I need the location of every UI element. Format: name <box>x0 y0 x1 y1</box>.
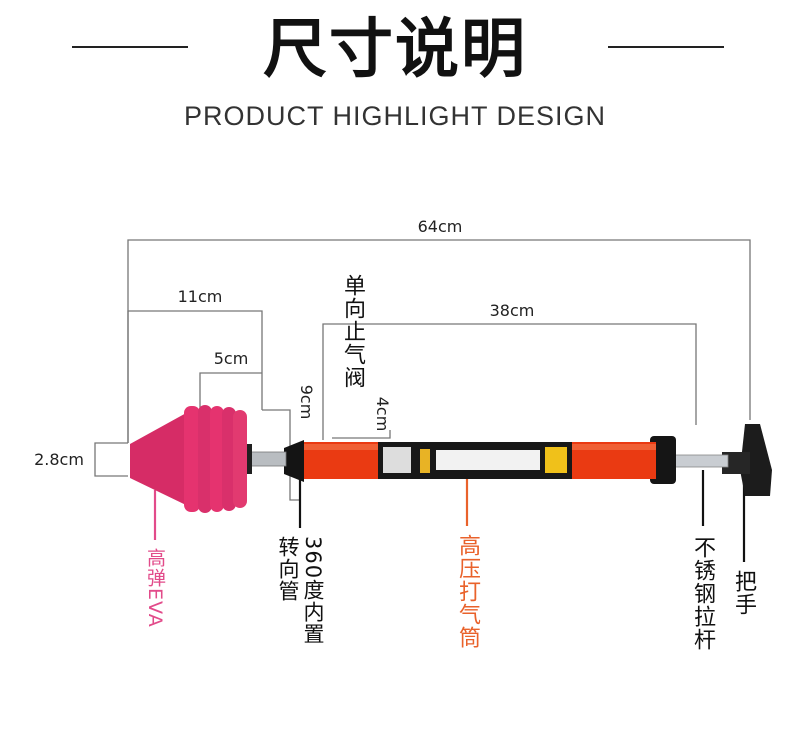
sticker-badge <box>545 447 567 473</box>
label-eva: 高弹EVA <box>144 548 166 628</box>
label-check-valve: 单向止气阀 <box>340 274 365 389</box>
label-swivel-tube-line1: 360度内置 <box>301 536 325 646</box>
title-line-left <box>72 46 188 48</box>
sticker-stripe <box>420 449 430 473</box>
title-line-right <box>608 46 724 48</box>
page-subtitle: PRODUCT HIGHLIGHT DESIGN <box>183 101 607 131</box>
dim-line-head <box>127 310 263 443</box>
dim-valve-label: 4cm <box>373 397 392 432</box>
dim-total-label: 64cm <box>418 217 463 236</box>
label-pump-barrel: 高压打气筒 <box>455 534 480 649</box>
eva-foam-head <box>130 405 247 513</box>
sticker-text-block <box>436 450 540 470</box>
barrel-front-cap <box>284 440 304 482</box>
dim-diameter-label: 9cm <box>297 385 316 420</box>
dim-line-valve <box>332 430 391 439</box>
dim-head-label: 11cm <box>178 287 223 306</box>
label-handle: 把手 <box>731 570 756 616</box>
sticker-icon <box>383 447 411 473</box>
dim-tip-label: 2.8cm <box>34 450 84 469</box>
dim-line-cone <box>199 372 262 420</box>
steel-rod <box>671 454 729 468</box>
swivel-tube <box>247 451 287 467</box>
pump-handle <box>722 424 772 496</box>
label-steel-rod: 不锈钢拉杆 <box>690 536 715 651</box>
dim-line-barrel <box>322 323 697 440</box>
barrel-end-cap <box>650 436 676 484</box>
dim-barrel-label: 38cm <box>490 301 535 320</box>
dim-cone-label: 5cm <box>214 349 249 368</box>
page-title: 尺寸说明 <box>263 13 527 87</box>
dim-line-tip <box>94 442 128 477</box>
label-swivel-tube-line2: 转向管 <box>276 536 300 602</box>
